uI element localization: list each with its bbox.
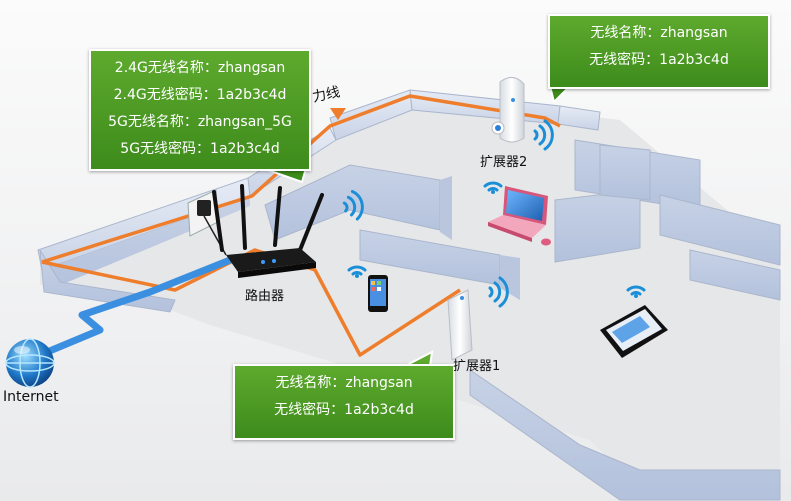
extender1-wifi-callout: 无线名称：zhangsan 无线密码：1a2b3c4d <box>233 364 455 440</box>
tablet-icon <box>600 305 668 358</box>
laptop-icon <box>488 186 548 242</box>
extender1-label: 扩展器1 <box>453 359 501 374</box>
router-24g-password: 2.4G无线密码：1a2b3c4d <box>113 87 287 103</box>
network-cable <box>36 256 234 359</box>
extender1-password: 无线密码：1a2b3c4d <box>274 402 414 418</box>
power-line-arrow <box>330 108 346 120</box>
mouse-icon <box>541 238 551 246</box>
router-wifi-callout: 2.4G无线名称：zhangsan 2.4G无线密码：1a2b3c4d 5G无线… <box>89 49 311 171</box>
router-5g-password: 5G无线密码：1a2b3c4d <box>120 141 280 157</box>
extender2-password: 无线密码：1a2b3c4d <box>589 52 729 68</box>
internet-label: Internet <box>3 389 59 405</box>
extender-icon <box>491 77 525 143</box>
extender2-label: 扩展器2 <box>480 155 528 170</box>
extender1-ssid: 无线名称：zhangsan <box>275 375 413 391</box>
extender2-ssid: 无线名称：zhangsan <box>590 25 728 41</box>
wifi-signal-icon <box>342 119 646 308</box>
router-label: 路由器 <box>245 289 285 304</box>
router-icon <box>212 184 324 278</box>
extender2-wifi-callout: 无线名称：zhangsan 无线密码：1a2b3c4d <box>548 14 770 89</box>
router-24g-ssid: 2.4G无线名称：zhangsan <box>114 60 286 76</box>
smartphone-icon <box>368 275 388 312</box>
router-5g-ssid: 5G无线名称：zhangsan_5G <box>108 114 292 130</box>
globe-icon <box>5 338 55 388</box>
extender-icon <box>447 289 473 361</box>
